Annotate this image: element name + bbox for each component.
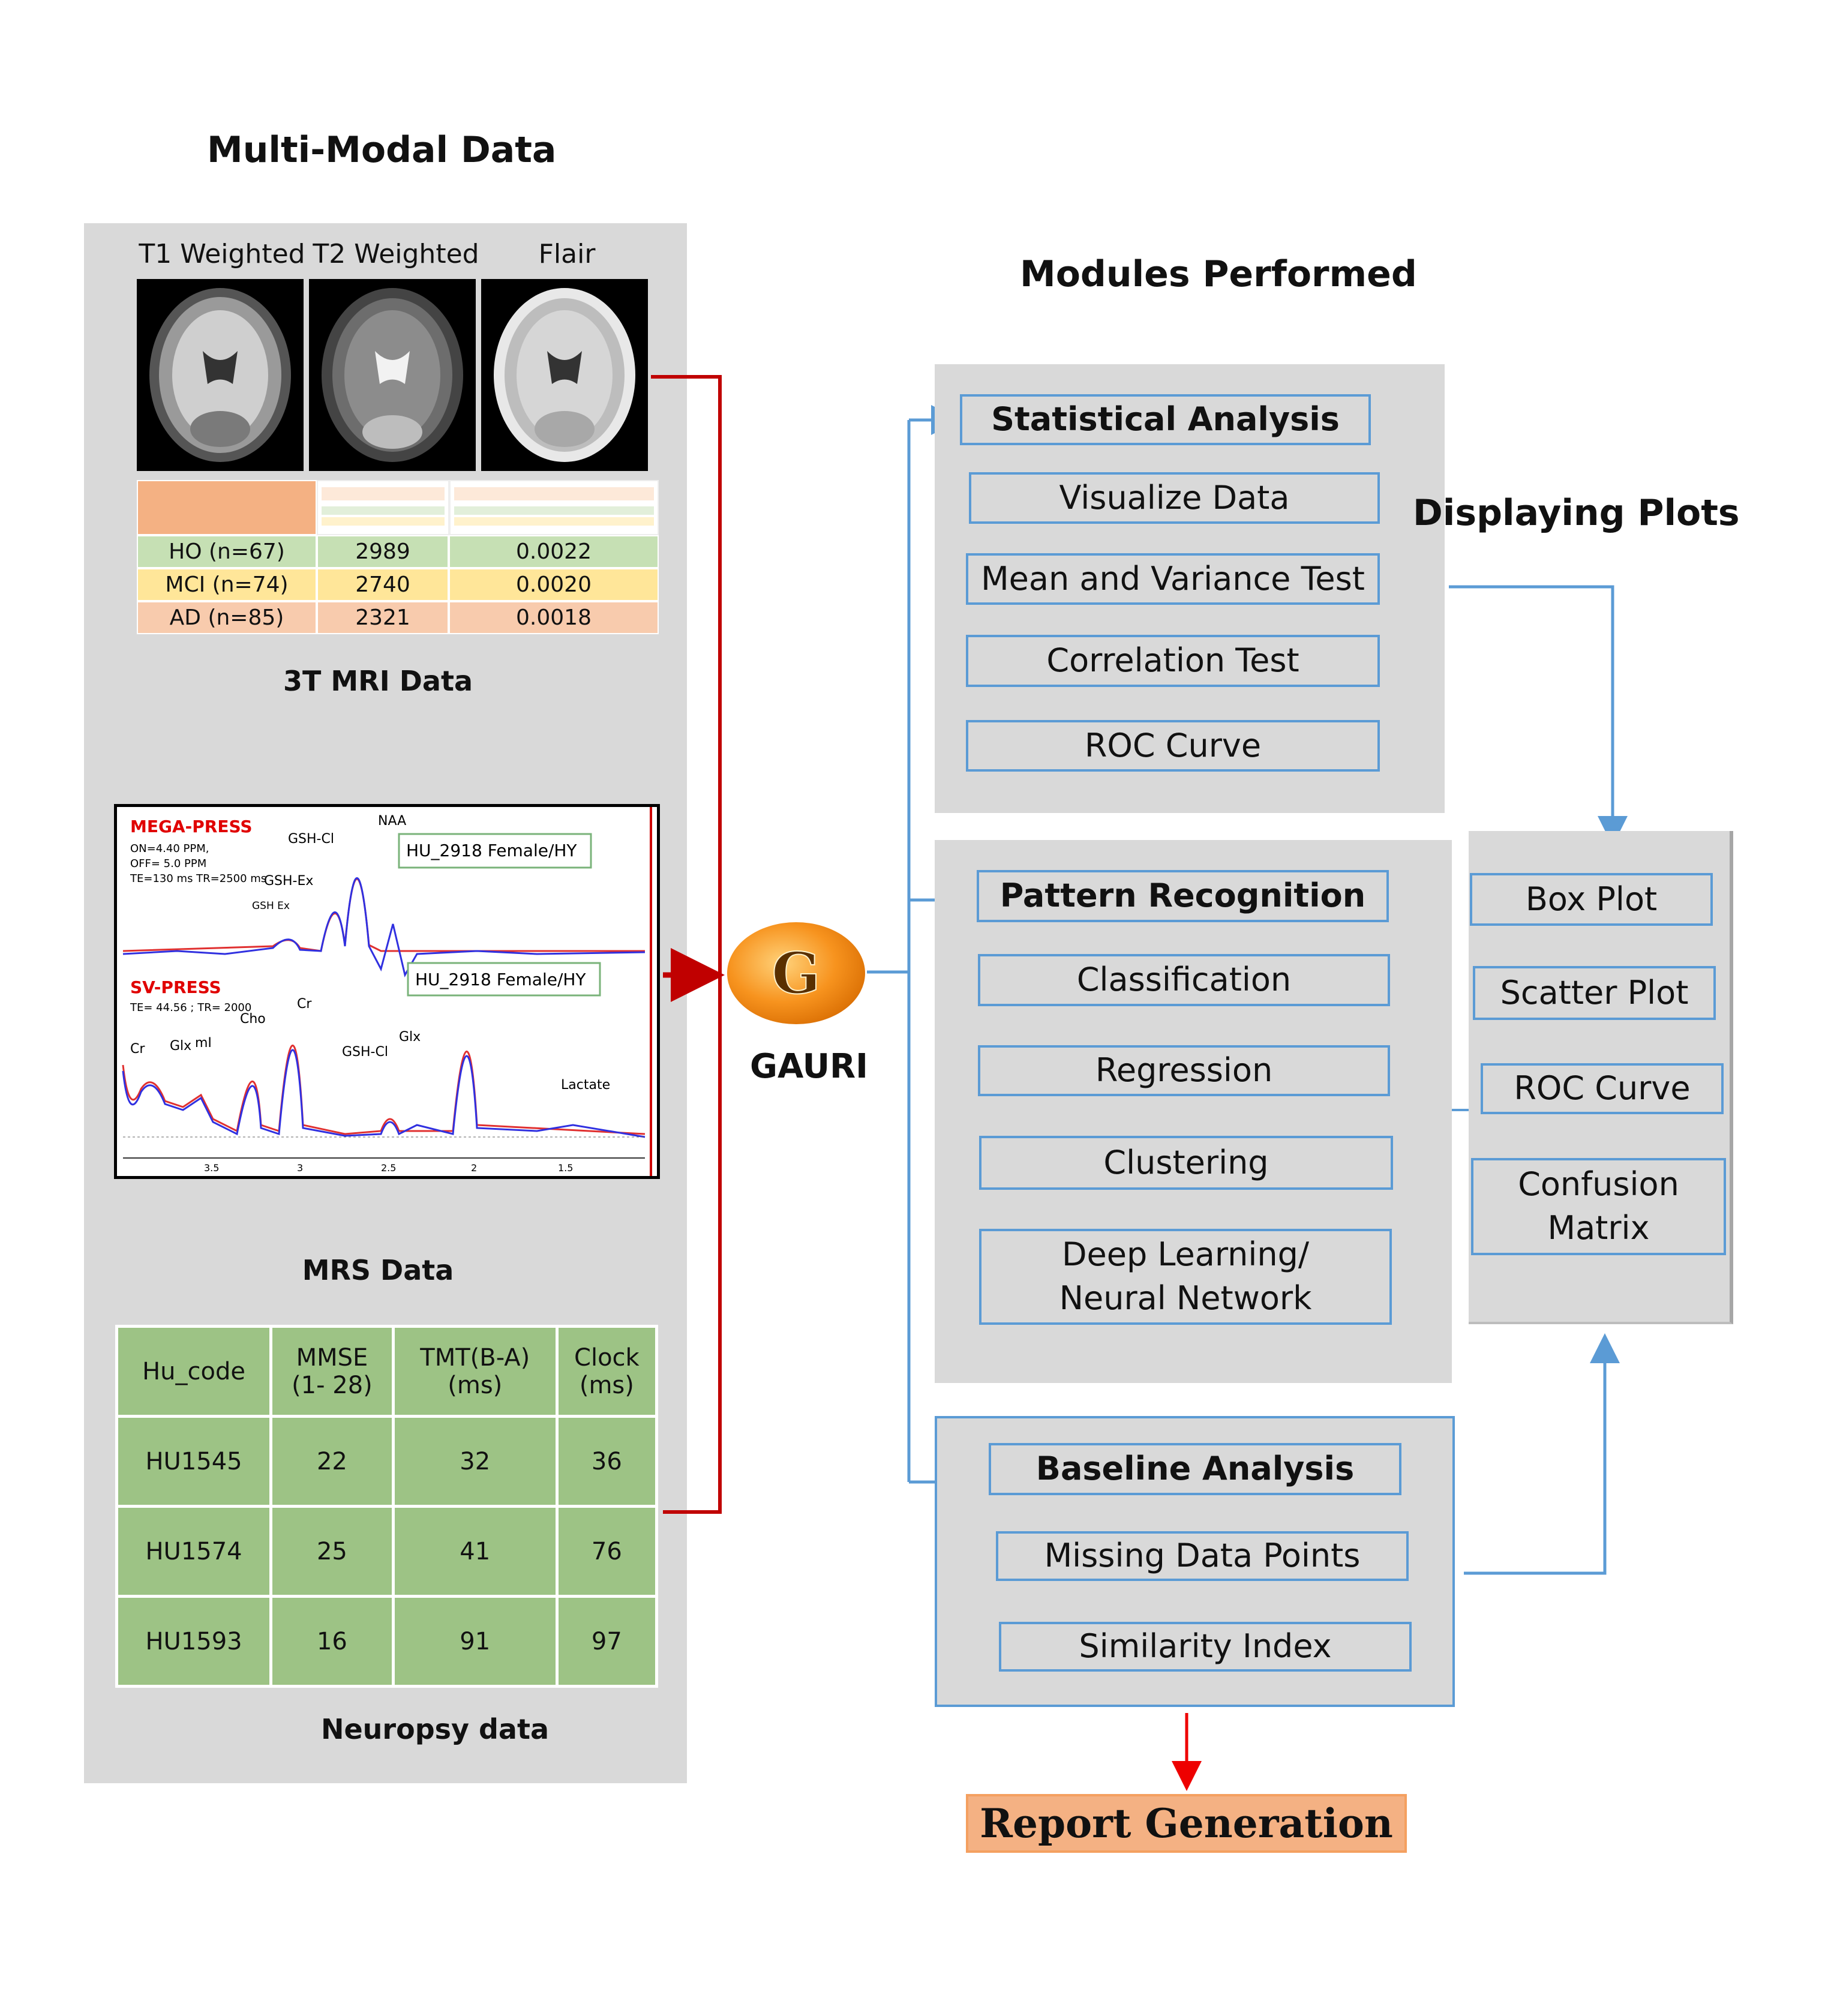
mri-row-value: 2321 xyxy=(317,601,449,634)
mega-param-2: OFF= 5.0 PPM xyxy=(130,857,206,870)
axis-tick-2-5: 2.5 xyxy=(381,1162,396,1174)
t2-mri-image xyxy=(309,279,476,471)
mri-row-group: HO (n=67) xyxy=(137,535,317,568)
red-bracket xyxy=(651,375,722,1514)
box-plot-box: Box Plot xyxy=(1470,873,1713,926)
t1-label: T1 Weighted xyxy=(139,239,305,269)
np-cell: 97 xyxy=(555,1595,659,1688)
roc-curve-plot-box: ROC Curve xyxy=(1481,1063,1724,1114)
multi-modal-title: Multi-Modal Data xyxy=(207,129,557,171)
sv-spectrum-blue xyxy=(122,1049,646,1138)
sv-peak-cr-2: Cr xyxy=(297,997,312,1012)
mri-caption: 3T MRI Data xyxy=(283,665,473,697)
mri-row-ratio: 0.0022 xyxy=(449,535,659,568)
similarity-index-box: Similarity Index xyxy=(999,1622,1412,1672)
confusion-matrix-box: Confusion Matrix xyxy=(1471,1158,1726,1255)
sv-subject-id: HU_2918 Female/HY xyxy=(415,970,586,989)
missing-data-points-box: Missing Data Points xyxy=(996,1531,1409,1581)
mega-press-title: MEGA-PRESS xyxy=(130,817,253,836)
mega-spectrum-blue xyxy=(122,877,646,978)
np-header-tmt: TMT(B-A) (ms) xyxy=(391,1325,559,1418)
np-cell: 36 xyxy=(555,1415,659,1508)
sv-params: TE= 44.56 ; TR= 2000 xyxy=(130,1001,251,1014)
mega-param-1: ON=4.40 PPM, xyxy=(130,842,209,855)
axis-tick-3: 3 xyxy=(297,1162,303,1174)
np-header-hucode: Hu_code xyxy=(115,1325,273,1418)
statistical-analysis-head: Statistical Analysis xyxy=(960,394,1371,445)
np-cell: 32 xyxy=(391,1415,559,1508)
mri-row-group: MCI (n=74) xyxy=(137,568,317,601)
correlation-test-box: Correlation Test xyxy=(966,635,1380,687)
mega-subject-id: HU_2918 Female/HY xyxy=(406,841,577,860)
blue-baseline-to-plots xyxy=(1464,1333,1620,1575)
np-cell: HU1574 xyxy=(115,1505,273,1598)
mri-row-value: 2740 xyxy=(317,568,449,601)
flair-label: Flair xyxy=(538,239,596,269)
displaying-plots-title: Displaying Plots xyxy=(1413,492,1740,534)
mri-row-ratio: 0.0018 xyxy=(449,601,659,634)
np-cell: 91 xyxy=(391,1595,559,1688)
np-cell: HU1545 xyxy=(115,1415,273,1508)
mega-peak-gsh-cl: GSH-Cl xyxy=(288,832,334,847)
axis-tick-2: 2 xyxy=(471,1162,477,1174)
mri-row-value: 2989 xyxy=(317,535,449,568)
mrs-caption: MRS Data xyxy=(302,1254,454,1286)
report-generation-button[interactable]: Report Generation xyxy=(966,1794,1407,1853)
deep-learning-box: Deep Learning/ Neural Network xyxy=(979,1229,1392,1325)
gauri-logo: G xyxy=(726,921,867,1026)
mega-peak-naa: NAA xyxy=(378,814,406,829)
visualize-data-box: Visualize Data xyxy=(969,472,1380,524)
blue-stat-to-plots xyxy=(1449,585,1628,846)
scatter-plot-box: Scatter Plot xyxy=(1473,966,1716,1020)
mri-row-ratio: 0.0020 xyxy=(449,568,659,601)
classification-box: Classification xyxy=(978,954,1390,1006)
np-cell: 22 xyxy=(269,1415,395,1508)
np-cell: HU1593 xyxy=(115,1595,273,1688)
sv-peak-gsh-cl: GSH-Cl xyxy=(342,1045,388,1060)
flair-mri-image xyxy=(481,279,648,471)
mean-variance-test-box: Mean and Variance Test xyxy=(966,553,1380,605)
sv-peak-glx-1: Glx xyxy=(170,1039,191,1054)
sv-peak-cho: Cho xyxy=(240,1012,266,1027)
gauri-label: GAURI xyxy=(750,1047,869,1086)
np-cell: 16 xyxy=(269,1595,395,1688)
mega-peak-gsh-ex-2: GSH Ex xyxy=(252,900,290,912)
neuropsy-caption: Neuropsy data xyxy=(320,1713,550,1745)
mrs-spectra-figure: MEGA-PRESS ON=4.40 PPM, OFF= 5.0 PPM TE=… xyxy=(114,804,660,1179)
regression-box: Regression xyxy=(978,1045,1390,1096)
baseline-analysis-head: Baseline Analysis xyxy=(989,1443,1401,1495)
neuropsy-table: Hu_code MMSE (1- 28) TMT(B-A) (ms) Clock… xyxy=(115,1325,659,1688)
t1-mri-image xyxy=(137,279,304,471)
np-cell: 76 xyxy=(555,1505,659,1598)
clustering-box: Clustering xyxy=(979,1136,1393,1190)
np-header-mmse: MMSE (1- 28) xyxy=(269,1325,395,1418)
sv-peak-glx-2: Glx xyxy=(399,1030,421,1045)
sv-peak-cr-1: Cr xyxy=(130,1042,145,1057)
sv-peak-mi: mI xyxy=(195,1036,212,1051)
np-cell: 41 xyxy=(391,1505,559,1598)
sv-peak-lactate: Lactate xyxy=(561,1078,610,1093)
np-cell: 25 xyxy=(269,1505,395,1598)
t2-label: T2 Weighted xyxy=(313,239,479,269)
axis-tick-3-5: 3.5 xyxy=(204,1162,219,1174)
pattern-recognition-head: Pattern Recognition xyxy=(977,870,1389,922)
sv-press-title: SV-PRESS xyxy=(130,977,221,997)
axis-tick-1-5: 1.5 xyxy=(558,1162,573,1174)
np-header-clock: Clock (ms) xyxy=(555,1325,659,1418)
mri-row-group: AD (n=85) xyxy=(137,601,317,634)
gauri-logo-letter: G xyxy=(772,940,820,1007)
mega-peak-gsh-ex: GSH-Ex xyxy=(264,874,313,889)
mega-param-3: TE=130 ms TR=2500 ms xyxy=(130,872,266,885)
roc-curve-stat-box: ROC Curve xyxy=(966,720,1380,772)
modules-title: Modules Performed xyxy=(1020,253,1417,295)
